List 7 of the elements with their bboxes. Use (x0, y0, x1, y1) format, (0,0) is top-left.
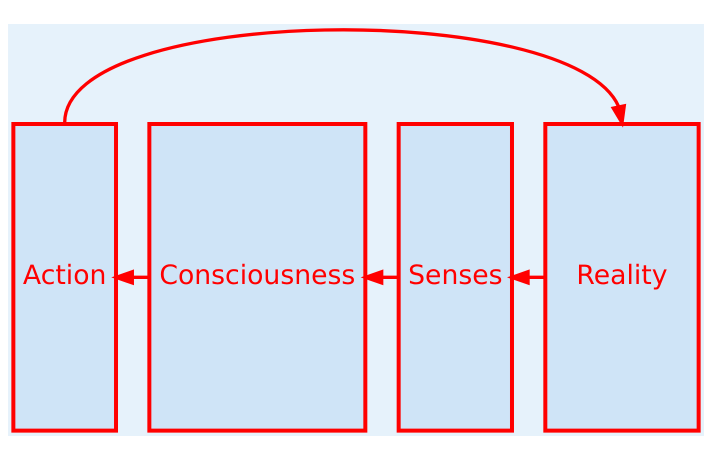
node-box: Consciousness (147, 122, 368, 433)
arrow (506, 269, 545, 286)
node-box: Reality (543, 122, 701, 433)
arrow (111, 269, 149, 286)
node-box: Action (11, 122, 118, 433)
node-box: Senses (396, 122, 514, 433)
arrow (360, 269, 399, 286)
